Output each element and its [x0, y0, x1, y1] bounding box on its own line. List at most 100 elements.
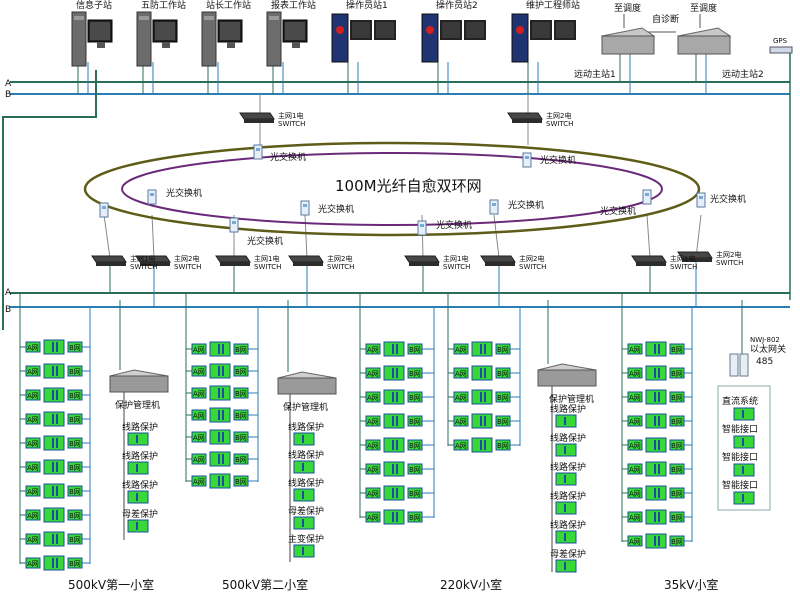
optical-switch-10[interactable] [696, 192, 706, 208]
room1-protection-device-3[interactable] [127, 490, 149, 504]
room1-protection-device-2[interactable] [127, 461, 149, 475]
workstation-2[interactable] [136, 11, 178, 67]
bottom-switch-4[interactable] [288, 255, 324, 266]
room1-manager-label: 保护管理机 [115, 399, 160, 411]
optical-switch-3[interactable] [147, 189, 157, 205]
dc-device-3[interactable] [733, 463, 755, 477]
room1-protection-device-1[interactable] [127, 432, 149, 446]
a-port-box [627, 487, 643, 499]
room3-protection-device-3[interactable] [555, 472, 577, 486]
optical-switch-1[interactable] [253, 144, 263, 160]
bottom-switch-2[interactable] [135, 255, 171, 266]
dc-device-4[interactable] [733, 491, 755, 505]
device-bar [52, 510, 54, 520]
optical-switch-7[interactable] [417, 220, 427, 236]
room3-protection-manager[interactable] [537, 363, 597, 387]
room2-protection-device-1[interactable] [293, 432, 315, 446]
workstation-7[interactable] [511, 13, 576, 63]
room1-protection-manager[interactable] [109, 369, 169, 393]
room2-protection-device-2[interactable] [293, 460, 315, 474]
room2-protection-device-5[interactable] [293, 544, 315, 558]
optical-switch-2[interactable] [522, 152, 532, 168]
bottom-switch-8[interactable] [677, 251, 713, 262]
room3-protection-device-1[interactable] [555, 414, 577, 428]
room3-protection-device-5[interactable] [555, 530, 577, 544]
bottom-switch-6[interactable] [480, 255, 516, 266]
workstation-6[interactable] [421, 13, 486, 63]
room2-protection-device-3[interactable] [293, 488, 315, 502]
top-switch-2[interactable] [507, 112, 543, 123]
dc-item-label: 智能接口 [722, 423, 758, 435]
b-port-box [407, 391, 423, 403]
dc-device-2[interactable] [733, 435, 755, 449]
a-port-box [25, 365, 41, 377]
bottom-switch-5[interactable] [404, 255, 440, 266]
remote-terminal-2[interactable] [676, 27, 732, 55]
room2-protection-manager[interactable] [277, 371, 337, 395]
remote-terminal-1[interactable] [600, 27, 656, 55]
bottom-switch-3[interactable] [215, 255, 251, 266]
room3-protection-device-2[interactable] [555, 443, 577, 457]
gps-receiver-icon[interactable] [769, 46, 793, 54]
optical-switch-5[interactable] [229, 217, 239, 233]
room3-protection-device-6[interactable] [555, 559, 577, 573]
optical-switch-8[interactable] [489, 199, 499, 215]
workstation-5[interactable] [331, 13, 396, 63]
top-switch-1[interactable] [239, 112, 275, 123]
room2-protection-device-4[interactable] [293, 516, 315, 530]
optical-switch-label: 光交换机 [508, 199, 544, 211]
optical-switch-4[interactable] [99, 202, 109, 218]
bottom-switch-7[interactable] [631, 255, 667, 266]
optical-switch-icon [522, 152, 532, 168]
workstation-3[interactable] [201, 11, 243, 67]
room1-protection-device-4[interactable] [127, 519, 149, 533]
workstation-4[interactable] [266, 11, 308, 67]
optical-switch-6[interactable] [300, 200, 310, 216]
ethernet-gateway[interactable] [729, 353, 749, 377]
room3-protection-device-4[interactable] [555, 501, 577, 515]
optical-switch-9[interactable] [642, 189, 652, 205]
dc-device-1[interactable] [733, 407, 755, 421]
workstation-1[interactable] [71, 11, 113, 67]
bottom-switch-1[interactable] [91, 255, 127, 266]
